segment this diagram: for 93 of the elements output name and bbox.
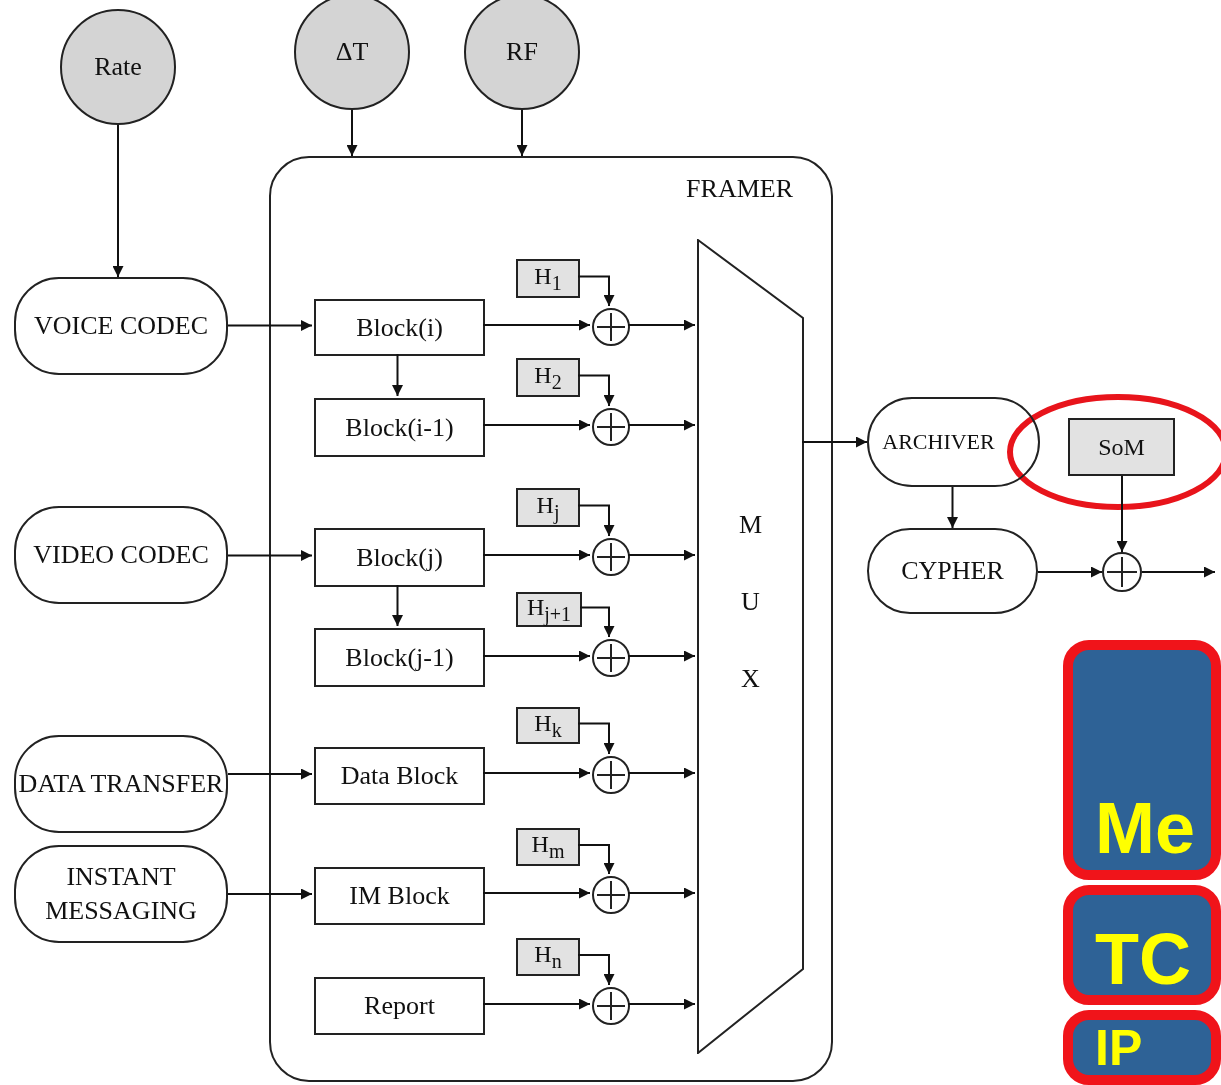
circle-label: RF — [506, 37, 538, 67]
rounded-box — [867, 397, 1040, 487]
circle-label: ΔT — [335, 37, 369, 67]
arrow — [801, 436, 868, 448]
framer-container — [269, 156, 833, 1082]
adder-circle — [592, 876, 630, 914]
block-box — [314, 867, 485, 925]
arrow — [482, 419, 591, 431]
adder-circle — [1102, 552, 1142, 592]
arrow — [392, 353, 403, 397]
box-label: DATA TRANSFER — [18, 768, 224, 801]
arrow — [577, 722, 615, 755]
adder-circle — [592, 308, 630, 346]
block-box — [314, 528, 485, 587]
block-label: Block(i-1) — [345, 412, 454, 443]
arrow — [627, 319, 696, 331]
arrow — [227, 550, 313, 561]
block-box — [314, 747, 485, 805]
header-box — [1068, 418, 1175, 476]
arrow — [1037, 566, 1103, 578]
adder-circle — [592, 639, 630, 677]
arrow — [579, 606, 615, 638]
label-panel — [1063, 1010, 1221, 1085]
header-box — [516, 707, 580, 744]
block-label: IM Block — [349, 881, 450, 911]
arrow — [627, 767, 696, 779]
panel-label: IP — [1095, 1022, 1143, 1073]
header-label: H$_{k}$ — [534, 709, 562, 742]
block-label: Data Block — [340, 761, 459, 791]
multiplexer-trapezoid — [697, 239, 804, 1054]
header-label: H$_{j}$ — [536, 491, 560, 524]
container-title: FRAMER — [686, 174, 793, 204]
arrow — [1141, 566, 1216, 578]
box-label: CYPHER — [901, 555, 1004, 588]
block-label: Block(i) — [356, 312, 443, 343]
arrow — [482, 549, 591, 561]
panel-label: Me — [1095, 792, 1196, 870]
header-box — [516, 938, 580, 976]
adder-circle — [592, 408, 630, 446]
block-label: Block(j-1) — [345, 642, 454, 673]
header-box — [516, 828, 580, 866]
arrow — [627, 419, 696, 431]
block-box — [314, 977, 485, 1035]
block-label: Report — [364, 991, 435, 1021]
block-label: Block(j) — [356, 542, 443, 573]
box-label: ARCHIVER — [882, 429, 995, 455]
arrow — [227, 768, 313, 780]
arrow — [112, 124, 124, 278]
header-label: H$_{n}$ — [534, 941, 562, 973]
block-box — [314, 398, 485, 457]
arrow — [627, 549, 696, 561]
adder-circle — [592, 756, 630, 794]
block-box — [314, 628, 485, 687]
arrow — [516, 109, 528, 157]
arrow — [392, 584, 403, 627]
header-box — [516, 259, 580, 298]
arrow — [627, 887, 696, 899]
arrow — [1116, 475, 1128, 553]
arrow — [482, 887, 591, 899]
arrow — [577, 275, 615, 307]
arrow — [577, 374, 615, 407]
arrow — [346, 109, 358, 157]
header-label: H$_{1}$ — [534, 262, 562, 295]
arrow — [482, 319, 591, 331]
label-panel — [1063, 640, 1221, 880]
arrow — [627, 998, 696, 1010]
label-panel — [1063, 885, 1221, 1005]
arrow — [577, 844, 615, 875]
header-label: H$_{2}$ — [534, 361, 562, 394]
box-label: INSTANT MESSAGING — [44, 861, 198, 927]
header-box — [516, 592, 582, 627]
arrow — [227, 888, 313, 900]
adder-circle — [592, 987, 630, 1025]
arrow — [482, 998, 591, 1010]
circle-label: Rate — [94, 52, 142, 82]
panel-label: TC — [1095, 923, 1191, 995]
arrow — [482, 650, 591, 662]
multiplexer-label: M U X — [737, 509, 764, 695]
arrow — [482, 767, 591, 779]
arrow — [947, 486, 958, 529]
arrow — [227, 320, 313, 331]
box-label: VIDEO CODEC — [33, 539, 209, 572]
box-label: VOICE CODEC — [33, 310, 209, 343]
header-label: H$_{j+1}$ — [526, 593, 572, 626]
header-label: H$_{m}$ — [531, 831, 565, 863]
adder-circle — [592, 538, 630, 576]
arrow — [577, 954, 615, 986]
header-box — [516, 358, 580, 397]
block-box — [314, 299, 485, 356]
arrow — [627, 650, 696, 662]
header-label: SoM — [1098, 433, 1145, 461]
header-box — [516, 488, 580, 527]
arrow — [577, 504, 615, 537]
